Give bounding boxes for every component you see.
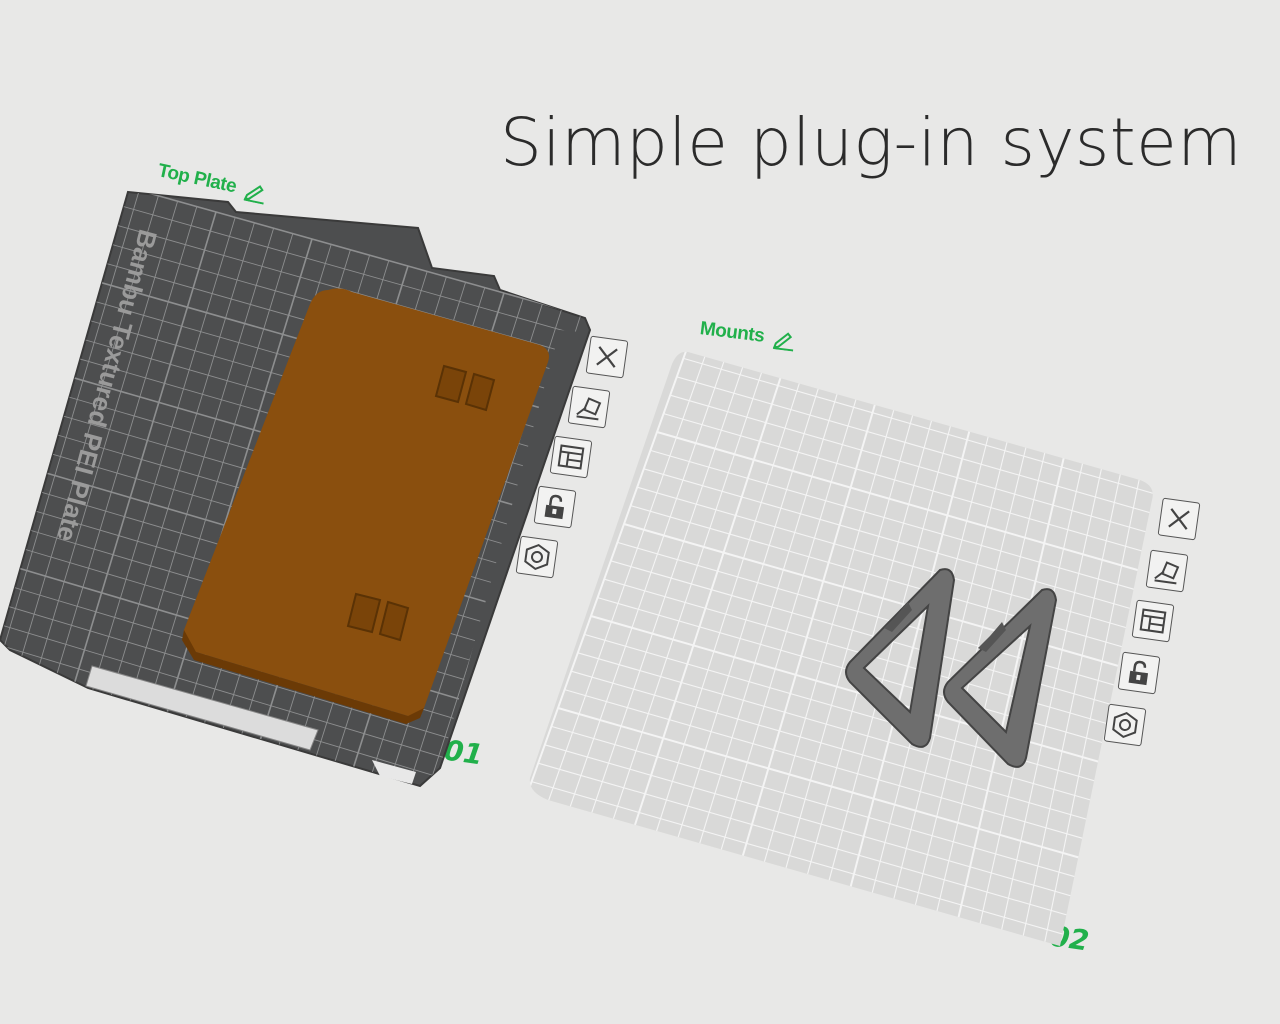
grid-line (114, 203, 585, 340)
close-icon (1168, 508, 1190, 530)
plate-1-strip (85, 665, 319, 751)
grid-line (891, 431, 1011, 906)
grid-line (0, 192, 140, 666)
mount-triangle-1[interactable] (845, 568, 956, 748)
mount-triangle-1-tab (884, 602, 912, 632)
layout-icon (557, 444, 585, 470)
plate-2-model[interactable] (845, 568, 1058, 768)
plate-1-corner-mark (372, 760, 416, 784)
mount-triangle-2-tab (978, 622, 1006, 652)
grid-line (91, 217, 236, 694)
grid-line (718, 388, 860, 856)
grid-line (675, 377, 823, 844)
grid-line (650, 449, 1138, 591)
plate-2-toolbar (1103, 497, 1201, 760)
grid-line (53, 206, 198, 683)
grid-line (654, 372, 804, 838)
grid-line (632, 366, 785, 832)
grid-line (999, 458, 1105, 937)
plate-2-surface (529, 351, 1153, 946)
delete-plate-button[interactable] (585, 335, 629, 379)
grid-line (567, 351, 729, 813)
grid-line (119, 192, 585, 321)
auto-arrange-button[interactable] (567, 385, 611, 429)
lock-plate-button[interactable] (533, 485, 577, 529)
grid-line (656, 431, 1142, 572)
plate-1-toolbar (508, 335, 629, 598)
grid-line (589, 356, 747, 819)
grid-line (35, 201, 179, 677)
grid-line (538, 762, 1073, 918)
grid-line (676, 376, 1153, 514)
grid-line (826, 415, 954, 887)
grid-line (610, 361, 766, 825)
grid-line (0, 621, 458, 763)
grid-line (683, 357, 1153, 495)
grid-line (564, 689, 1088, 841)
hexagon-icon (524, 543, 550, 571)
auto-arrange-button[interactable] (1145, 549, 1189, 593)
grid-line (1042, 469, 1142, 946)
plate-type-button[interactable] (515, 535, 559, 579)
grid-line (670, 394, 1149, 534)
grid-line (1021, 464, 1123, 943)
headline-title: Simple plug-in system (500, 104, 1243, 181)
grid-line (531, 781, 1069, 937)
grid-line (577, 652, 1096, 802)
grid-line (128, 228, 275, 705)
grid-line (663, 413, 1145, 553)
grid-line (529, 351, 691, 801)
lock-open-icon (544, 494, 565, 520)
grid-line (848, 420, 973, 894)
grid-line (956, 447, 1067, 925)
grid-line (740, 393, 879, 863)
grid-line (0, 602, 464, 743)
grid-line (544, 744, 1077, 898)
grid-line (643, 468, 1134, 610)
plate-2-label[interactable]: Mounts (699, 318, 798, 352)
plate-1-model-slots (346, 364, 496, 642)
grid-line (697, 383, 841, 850)
edit-pencil-icon[interactable] (771, 327, 798, 352)
grid-line (146, 233, 294, 711)
auto-arrange-icon (576, 397, 602, 421)
grid-line (762, 399, 898, 869)
plate-settings-button[interactable] (549, 435, 593, 479)
grid-line (551, 725, 1081, 879)
lock-open-icon (1128, 660, 1149, 686)
mount-triangle-2[interactable] (943, 588, 1058, 768)
plate-2-bed[interactable] (525, 340, 1160, 955)
grid-line (72, 211, 217, 689)
grid-line (557, 707, 1085, 860)
plate-1-bed[interactable]: Bambu Textured PEI Plate (0, 185, 600, 800)
grid-line (934, 442, 1048, 918)
plate-type-button[interactable] (1103, 703, 1147, 747)
close-icon (596, 346, 618, 368)
auto-arrange-icon (1154, 561, 1180, 585)
plate-1-label[interactable]: Top Plate (156, 160, 271, 205)
lock-plate-button[interactable] (1117, 651, 1161, 695)
edit-pencil-icon[interactable] (242, 179, 270, 206)
hexagon-icon (1112, 711, 1138, 739)
grid-line (16, 195, 159, 672)
grid-line (109, 222, 255, 700)
plate-settings-button[interactable] (1131, 599, 1175, 643)
layout-icon (1139, 608, 1167, 634)
grid-line (571, 670, 1092, 822)
grid-line (783, 404, 917, 875)
plate-1-model-front-edge (182, 630, 424, 724)
grid-line (546, 351, 710, 807)
delete-plate-button[interactable] (1157, 497, 1201, 541)
